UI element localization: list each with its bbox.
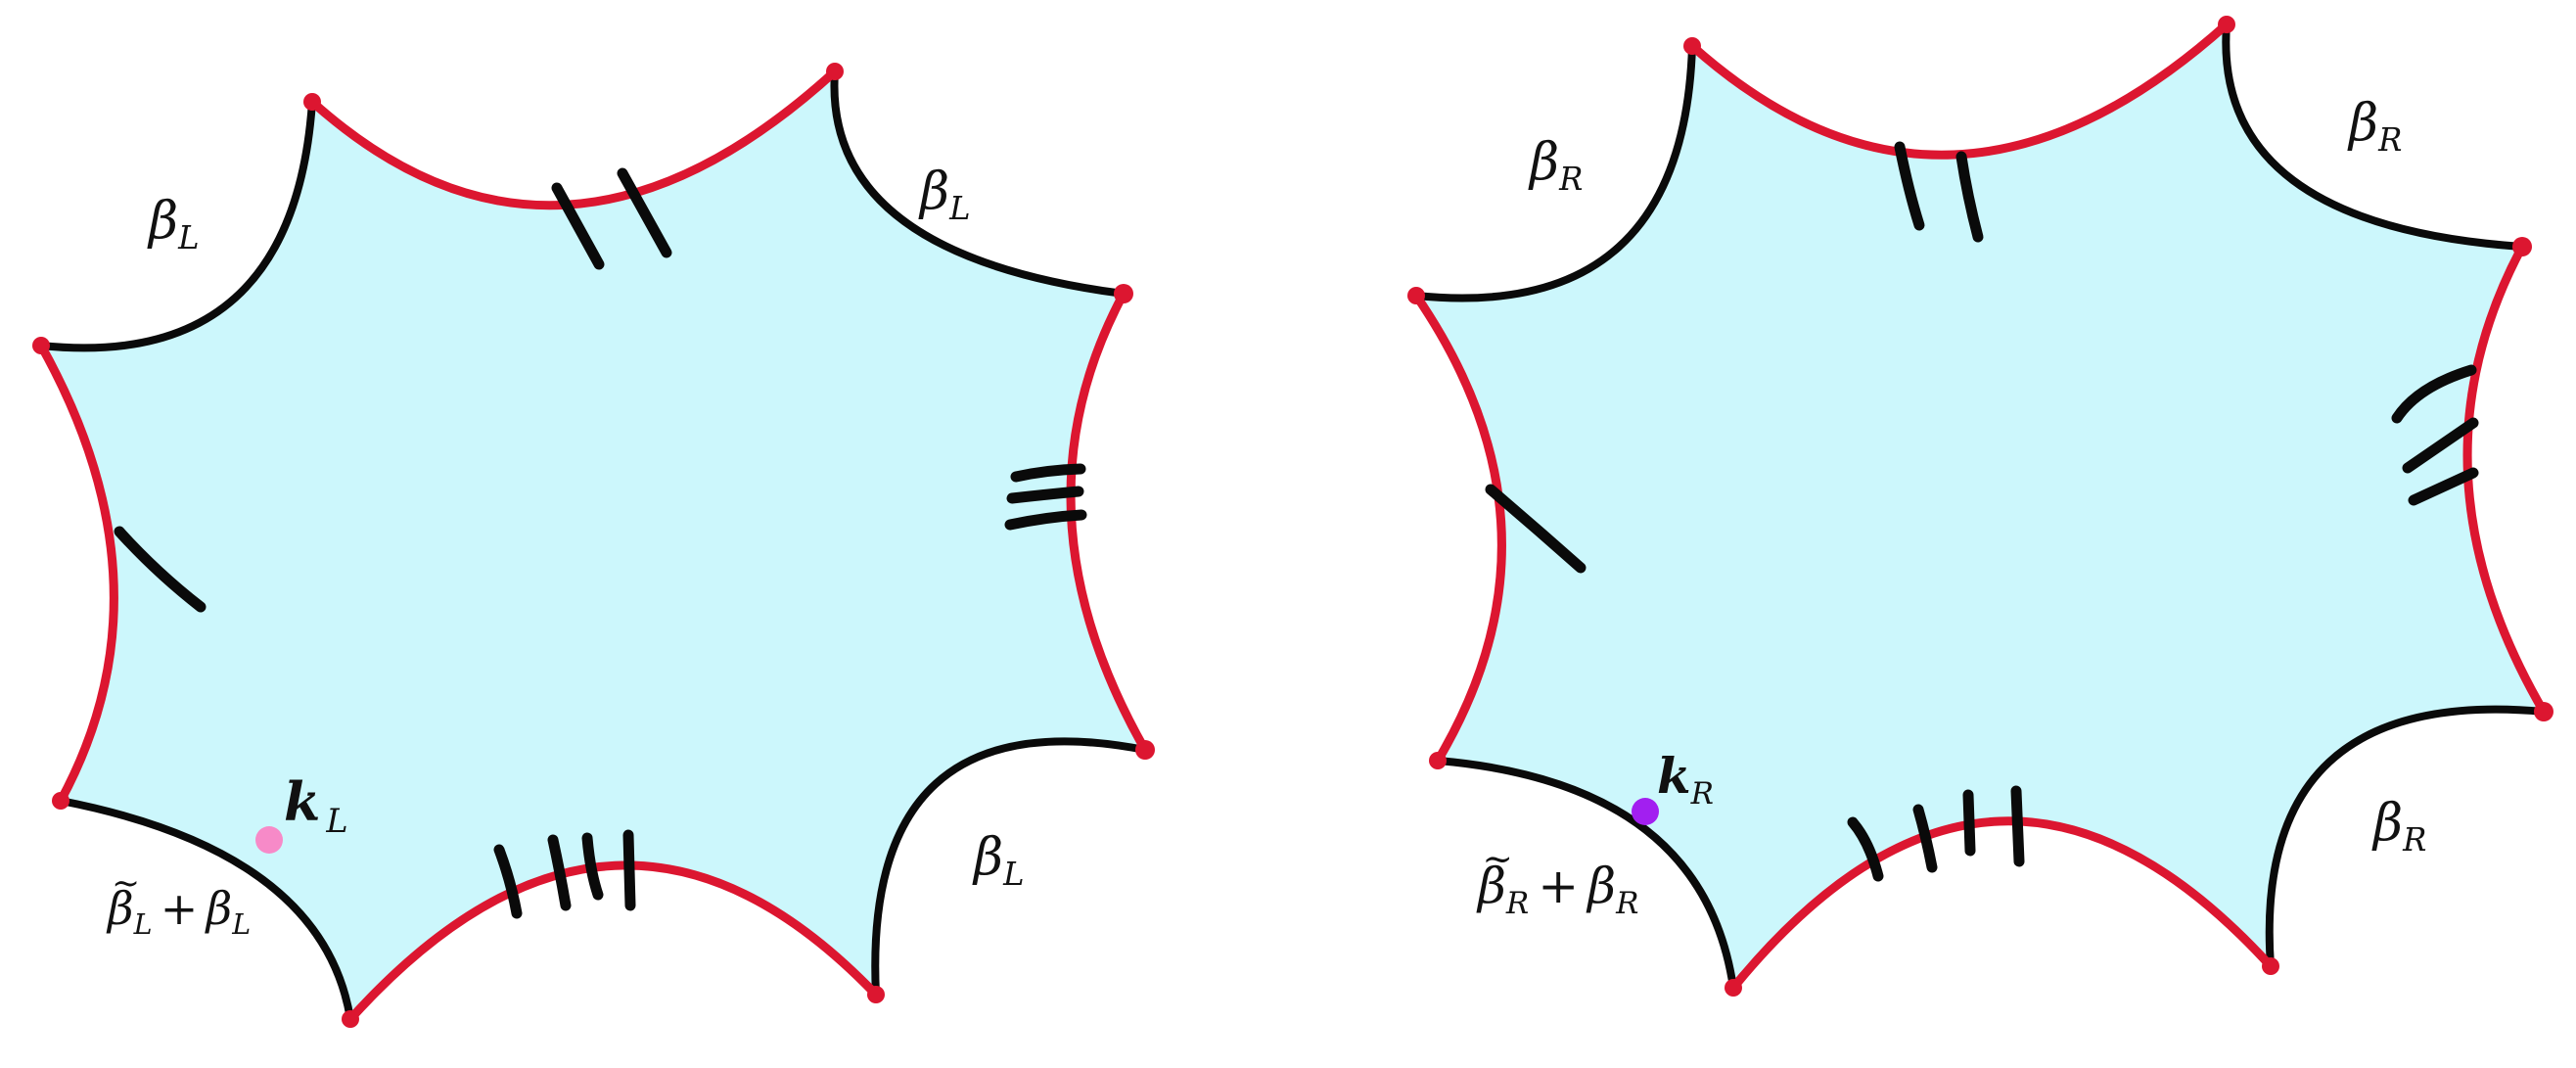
- left-vertices: [32, 63, 1155, 1028]
- right-tick-bottom-3: [1962, 789, 1976, 857]
- left-label-bottom-right: βL: [974, 828, 1025, 894]
- right-vertices: [1407, 16, 2553, 997]
- right-tick-left-1: [1485, 484, 1587, 574]
- left-edge-bottom-left-black: [57, 797, 354, 1023]
- right-edge-top-left-black: [1412, 42, 1696, 302]
- right-tick-right-1: [2391, 364, 2477, 424]
- left-tick-bottom-1: [493, 844, 523, 919]
- left-tick-right-2: [1006, 486, 1084, 504]
- right-edge-bottom-red: [1728, 816, 2276, 993]
- left-edge-bottom-right-black: [871, 737, 1149, 998]
- right-octagon-fill: [1416, 24, 2544, 988]
- right-edge-top-red: [1687, 20, 2231, 160]
- right-edge-top-right-black: [2222, 21, 2526, 251]
- left-tick-bottom-2: [547, 834, 572, 911]
- right-edge-bottom-left-black: [1434, 757, 1737, 992]
- left-octagon-fill: [41, 71, 1145, 1019]
- left-edge-left-red: [36, 341, 118, 806]
- k-R-label: kR: [1657, 747, 1714, 812]
- left-tick-bottom-4: [622, 829, 636, 911]
- right-tick-top-2: [1955, 151, 1984, 243]
- right-label-top-right: βR: [2349, 94, 2403, 160]
- left-edge-top-left-black: [37, 98, 316, 352]
- left-tick-right-1: [1010, 463, 1086, 483]
- right-label-top-left: βR: [1530, 133, 1584, 199]
- left-edge-top-right-black: [830, 68, 1127, 298]
- right-tick-marks: [1485, 141, 2479, 882]
- left-tick-right-3: [1004, 509, 1087, 531]
- left-tick-marks: [114, 167, 1087, 919]
- right-edge-left-red: [1411, 291, 1506, 766]
- right-tick-top-1: [1894, 141, 1925, 231]
- right-tick-bottom-2: [1912, 804, 1938, 873]
- right-label-bottom-left: βR+βR: [1478, 841, 1638, 918]
- right-label-bottom-right: βR: [2373, 794, 2427, 859]
- left-tick-bottom-3: [581, 832, 604, 901]
- right-tick-right-3: [2408, 467, 2479, 506]
- left-edge-bottom-red: [345, 860, 881, 1024]
- left-label-top-left: βL: [149, 192, 200, 257]
- left-tick-top-1: [551, 182, 605, 270]
- right-tick-right-2: [2402, 417, 2479, 474]
- right-octagon: [1407, 16, 2553, 997]
- left-tick-top-2: [617, 167, 672, 258]
- left-label-top-right: βL: [920, 163, 971, 228]
- left-tick-left-1: [114, 526, 207, 613]
- k-R-marked-point: [1632, 798, 1659, 825]
- right-tick-bottom-1: [1847, 816, 1884, 882]
- left-octagon: [32, 63, 1155, 1028]
- right-tick-bottom-4: [2010, 785, 2025, 867]
- left-label-bottom-left: βL+βL: [108, 867, 251, 939]
- k-L-marked-point: [255, 826, 283, 854]
- right-edge-bottom-right-black: [2265, 705, 2548, 970]
